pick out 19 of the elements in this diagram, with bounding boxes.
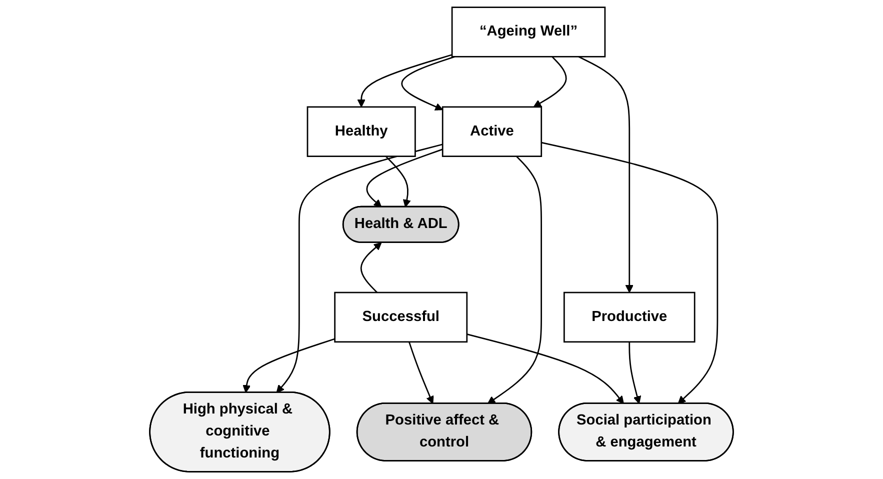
arrow — [541, 142, 718, 404]
arrow — [401, 56, 455, 110]
arrow — [366, 148, 443, 208]
arrow — [242, 338, 336, 393]
node-box: Active — [442, 106, 542, 157]
arrow — [357, 54, 452, 108]
arrow — [578, 56, 634, 293]
node-box: Healthy — [306, 106, 416, 157]
node-box: Successful — [334, 292, 468, 343]
node-box: Productive — [563, 292, 696, 343]
arrow — [466, 334, 624, 404]
arrow — [276, 144, 443, 393]
arrow — [385, 156, 411, 208]
arrow — [360, 242, 382, 293]
arrow — [628, 342, 642, 404]
arrow — [487, 156, 542, 404]
node-box: “Ageing Well” — [451, 6, 606, 58]
arrow — [408, 342, 434, 404]
arrow — [533, 56, 567, 108]
